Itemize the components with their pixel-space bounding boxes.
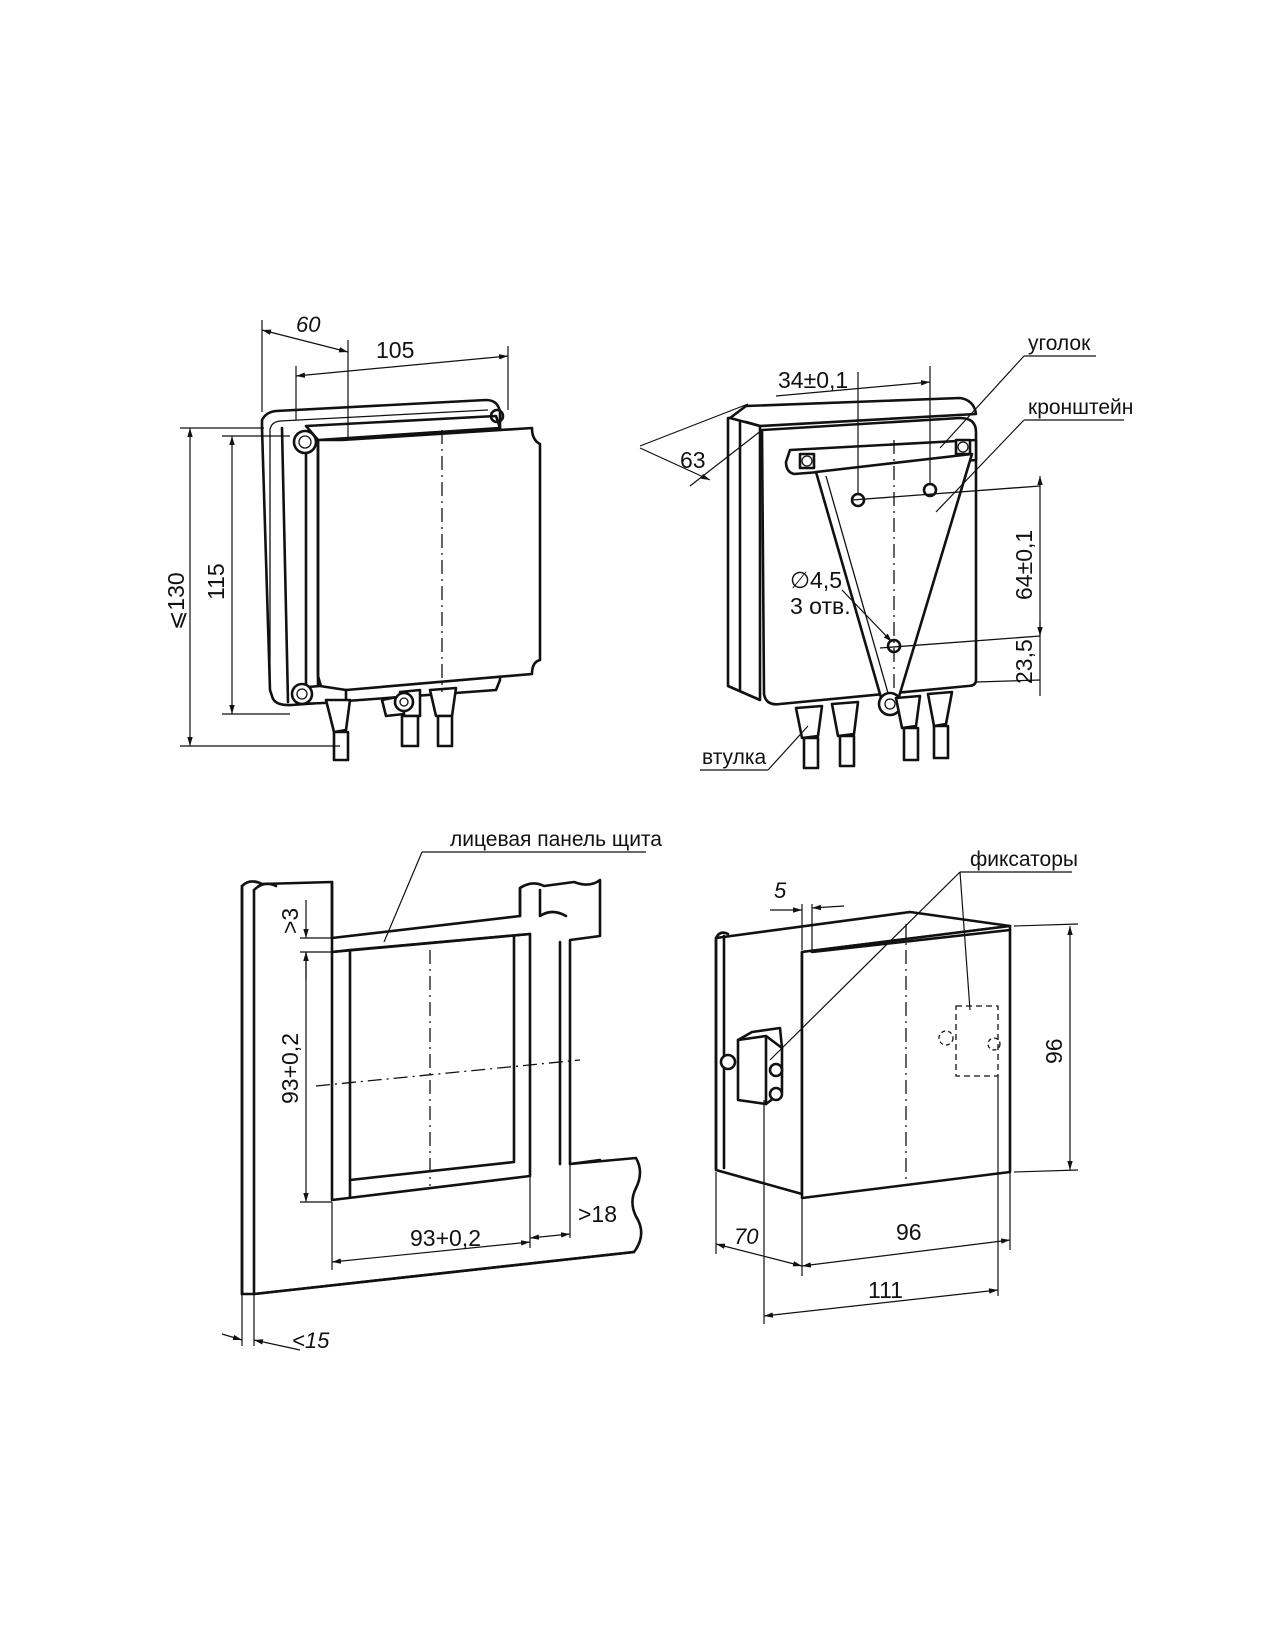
panel-cutout-window xyxy=(330,932,532,1202)
label-clamps: фиксаторы xyxy=(970,848,1078,871)
dim-height-115: 115 xyxy=(203,563,229,600)
label-bracket: кронштейн xyxy=(1028,396,1133,419)
dim-front-height-96: 96 xyxy=(1041,1038,1067,1064)
clamp-left xyxy=(719,1026,784,1106)
view-panel-cutout: >3 93+0,2 93+0,2 >18 <15 лицевая панель … xyxy=(221,828,662,1353)
dim-gap-top-3: >3 xyxy=(277,908,303,934)
view-wall-mount-rear: 34±0,1 63 64±0,1 23,5 ∅4,5 3 отв. уголок… xyxy=(639,332,1133,771)
dim-bezel-5: 5 xyxy=(774,878,787,903)
dim-depth-70: 70 xyxy=(734,1224,759,1249)
cable-glands xyxy=(794,690,954,770)
label-corner: уголок xyxy=(1028,332,1091,355)
cable-glands xyxy=(324,686,458,762)
view-wall-mount-front: 60 105 ⩽130 115 xyxy=(163,312,542,762)
housing-front-face xyxy=(316,426,542,692)
view-panel-mount: 5 96 70 96 111 фиксаторы xyxy=(714,848,1079,1324)
dim-bottom-23-5: 23,5 xyxy=(1011,639,1037,684)
dim-cutout-width: 93+0,2 xyxy=(410,1225,481,1251)
dim-total-111: 111 xyxy=(868,1277,903,1303)
dim-panel-thickness-15: <15 xyxy=(292,1328,330,1353)
screw-icon xyxy=(292,429,318,455)
dim-depth-60: 60 xyxy=(296,312,321,337)
housing-back-rim xyxy=(260,398,502,707)
dim-height-max-130: ⩽130 xyxy=(163,572,189,630)
label-bushing: втулка xyxy=(702,746,766,769)
dim-depth-63: 63 xyxy=(680,447,706,473)
dim-hole-spacing-64: 64±0,1 xyxy=(1011,530,1037,600)
dim-hole-spacing-34: 34±0,1 xyxy=(778,367,848,393)
dim-front-width-96: 96 xyxy=(896,1219,922,1245)
dim-gap-right-18: >18 xyxy=(578,1201,617,1227)
dim-cutout-height: 93+0,2 xyxy=(277,1033,303,1104)
screw-icon xyxy=(290,682,314,706)
label-panel-face: лицевая панель щита xyxy=(450,828,662,851)
hole-count-label: 3 отв. xyxy=(790,593,851,619)
hole-diameter-label: ∅4,5 xyxy=(790,567,842,593)
dim-width-105: 105 xyxy=(376,337,414,363)
